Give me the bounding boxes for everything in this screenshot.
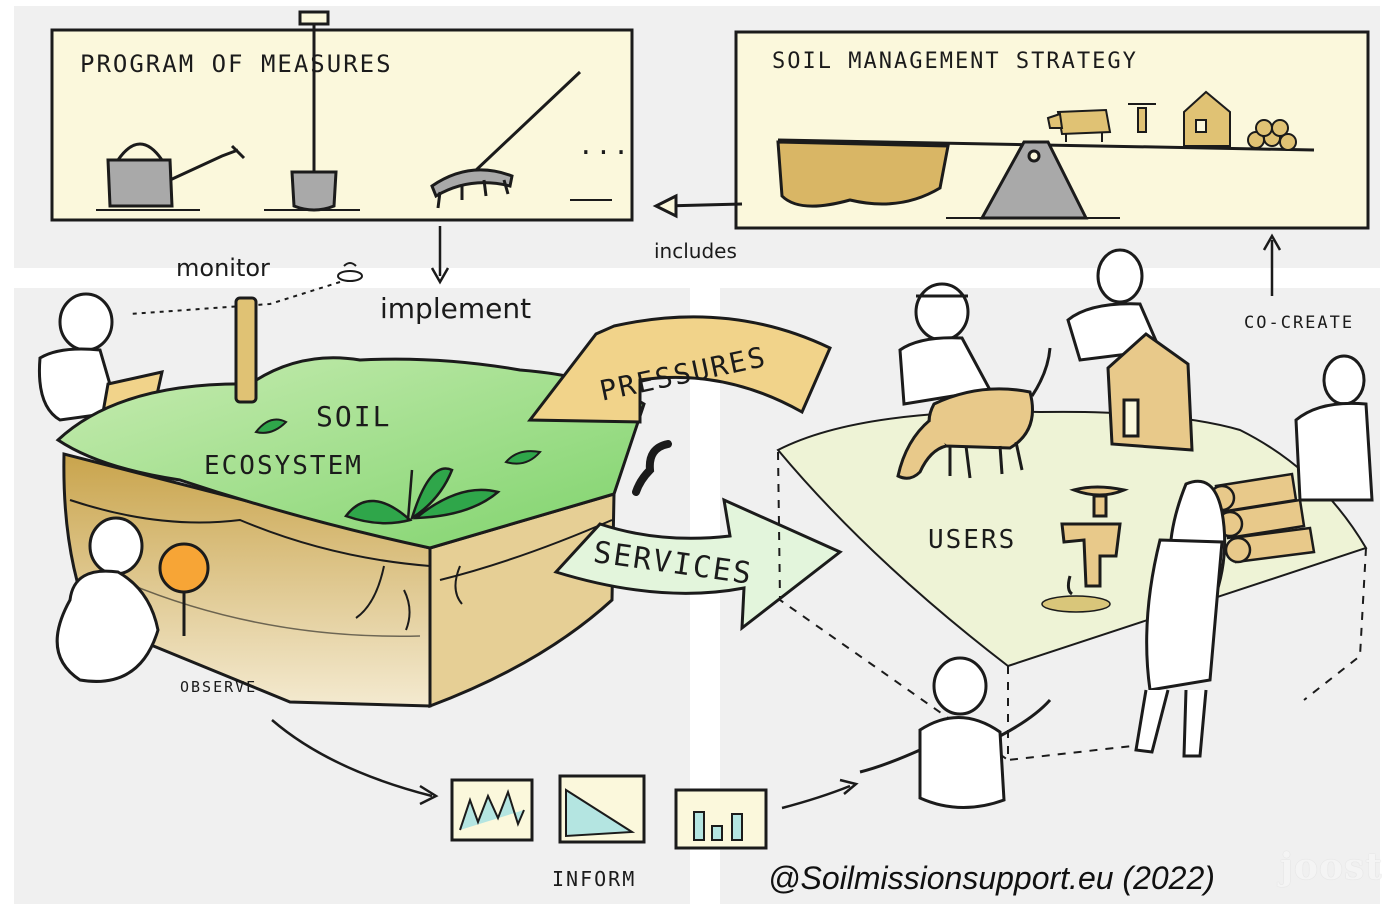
observe-label: OBSERVE — [180, 678, 257, 696]
soil-label: SOIL — [316, 400, 391, 433]
balance-scale-icon — [776, 138, 1315, 220]
implement-arrow — [430, 226, 450, 285]
logs-icon — [1247, 119, 1297, 151]
program-of-measures-title: PROGRAM OF MEASURES — [80, 50, 393, 78]
rake-icon — [430, 70, 582, 209]
spade-icon — [290, 10, 338, 212]
inform-arrow-head — [839, 778, 859, 795]
leaf-small-2 — [504, 450, 542, 465]
co-create-arrow — [1262, 233, 1282, 296]
monitor-link — [129, 281, 341, 315]
woman-icon — [1134, 479, 1227, 758]
program-of-measures-box: PROGRAM OF MEASURES ... — [50, 10, 634, 222]
house-large-icon — [1106, 332, 1194, 452]
artist-signature: joost — [1280, 846, 1382, 888]
worm-icon — [632, 440, 672, 496]
more-measures-ellipsis: ... — [578, 131, 631, 161]
monitor-label: monitor — [176, 254, 270, 282]
person-arms-folded-icon — [1294, 354, 1374, 502]
cow-icon — [1046, 108, 1112, 142]
soil-probe-icon — [234, 296, 258, 404]
includes-label: includes — [654, 239, 737, 263]
inform-arrow — [781, 784, 851, 810]
inform-chart-bars — [674, 788, 768, 850]
farmer-icon — [898, 282, 993, 406]
soil-management-strategy-box: SOIL MANAGEMENT STRATEGY — [734, 30, 1370, 230]
co-create-label: CO-CREATE — [1244, 313, 1354, 333]
tap-icon — [1128, 103, 1156, 133]
inform-chart-declining — [558, 774, 646, 844]
inform-label: INFORM — [552, 867, 636, 891]
water-tap-icon — [1041, 485, 1130, 613]
cow-large-icon — [896, 347, 1052, 480]
observe-arrow-head — [419, 784, 439, 806]
implement-label: implement — [380, 292, 531, 325]
soil-management-strategy-title: SOIL MANAGEMENT STRATEGY — [772, 49, 1138, 74]
observe-arrow — [271, 719, 433, 798]
person-wondering-icon — [859, 656, 1052, 809]
includes-arrow — [652, 193, 743, 219]
person-observing-icon — [55, 516, 210, 683]
users-label: USERS — [928, 525, 1016, 555]
drone-icon — [337, 262, 363, 282]
plant-icon — [343, 467, 501, 525]
credit-text: @Soilmissionsupport.eu (2022) — [768, 860, 1215, 896]
leaf-small-1 — [254, 418, 288, 434]
services-arrow: SERVICES — [553, 497, 843, 632]
ecosystem-label: ECOSYSTEM — [204, 451, 363, 481]
soil-ecosystem-block — [55, 356, 646, 709]
watering-can-icon — [106, 142, 246, 208]
house-icon — [1183, 90, 1231, 147]
inform-chart-line — [450, 778, 534, 842]
logs-large-icon — [1208, 472, 1316, 564]
